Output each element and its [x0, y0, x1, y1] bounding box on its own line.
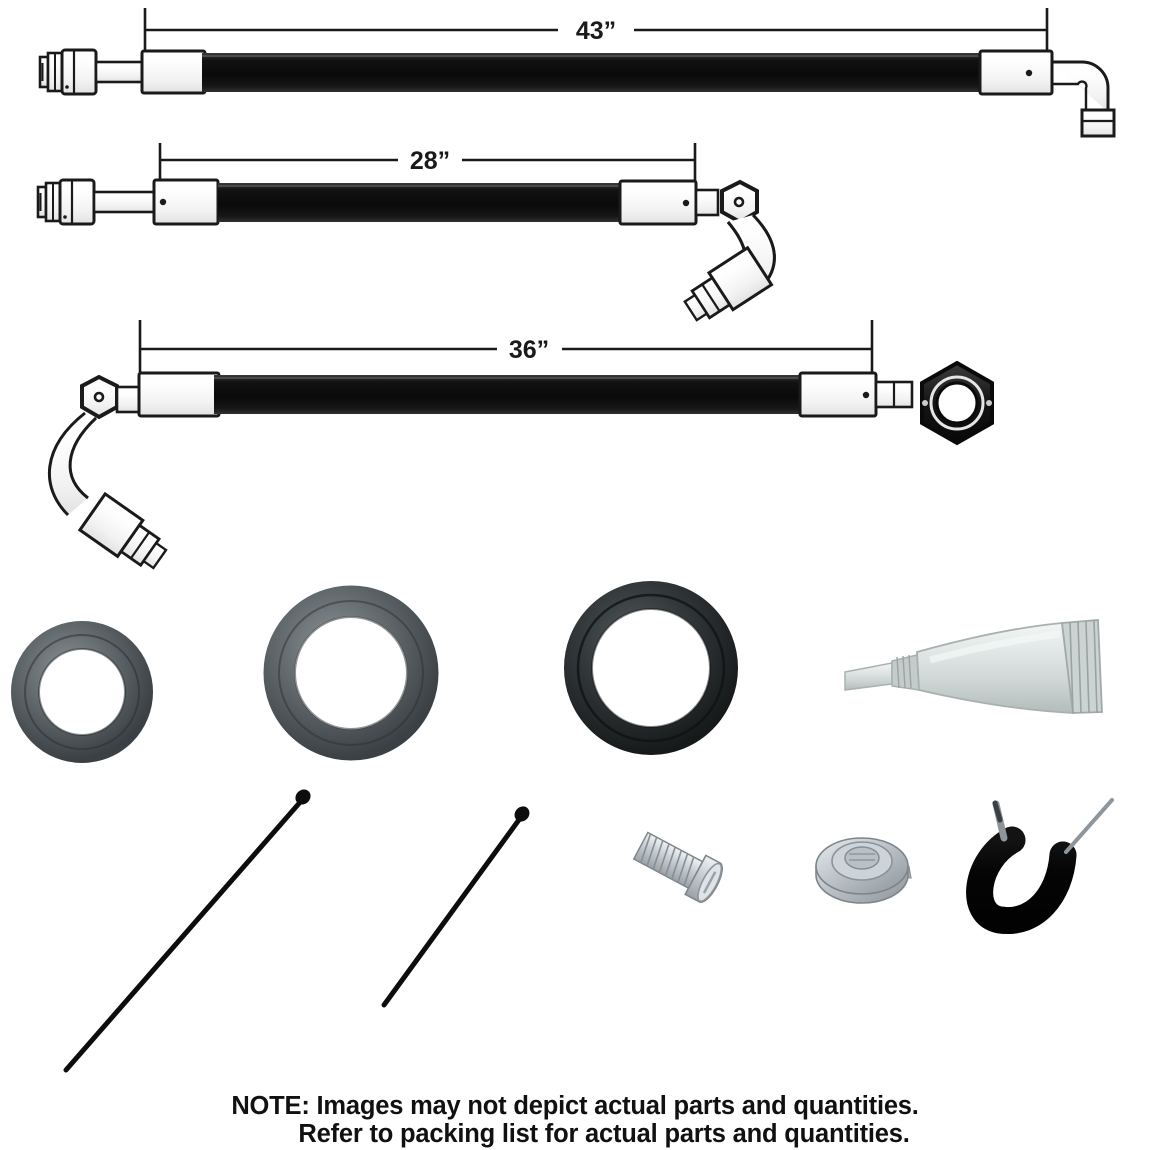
rubber-cushion-clamp	[966, 798, 1114, 934]
hose-3-left-ferrule	[115, 371, 221, 418]
hose-3-curved-tube	[47, 411, 98, 517]
hose-3-body	[214, 375, 805, 414]
o-ring-small	[11, 621, 153, 763]
hose-3-hex-swivel	[80, 374, 119, 420]
o-ring-large	[564, 581, 738, 755]
dimension-line-28: 28”	[158, 143, 697, 188]
cushion-clamp-right-tab	[1064, 798, 1114, 854]
dimension-label-43: 43”	[576, 17, 616, 45]
hose-3-large-hex-nut	[920, 360, 994, 446]
o-ring-medium	[263, 585, 439, 761]
hose-1-body	[202, 53, 989, 92]
hose-1-right-ferrule	[978, 49, 1054, 96]
dimension-line-43: 43”	[143, 8, 1049, 52]
grease-tube-nozzle	[844, 654, 920, 691]
hose-3-block-fitting	[77, 491, 168, 570]
serrated-flange-lock-nut	[815, 837, 912, 904]
note-block: NOTE: Images may not depict actual parts…	[231, 1092, 919, 1148]
cable-tie-long	[63, 789, 311, 1073]
dimension-label-28: 28”	[410, 147, 450, 175]
hose-2-left-fitting	[36, 178, 220, 226]
dimension-label-36: 36”	[509, 336, 549, 364]
hose-1-left-fitting	[38, 48, 207, 96]
grease-tube-crimp	[1060, 619, 1103, 714]
hose-3-right-ferrule	[798, 371, 914, 418]
note-line-2: Refer to packing list for actual parts a…	[298, 1120, 909, 1148]
hose-assembly-1: 43”	[38, 8, 1116, 138]
cushion-clamp-left-tab	[992, 800, 1008, 842]
hose-assembly-2: 28”	[36, 143, 776, 322]
pan-head-bolt	[632, 831, 723, 903]
hose-2-block-fitting	[683, 245, 774, 322]
dimension-line-36: 36”	[138, 320, 874, 372]
hose-assembly-3: 36”	[47, 320, 994, 570]
hose-2-right-ferrule	[618, 179, 720, 226]
hose-2-body	[218, 183, 625, 222]
note-line-1: NOTE: Images may not depict actual parts…	[231, 1092, 918, 1120]
hose-1-right-elbow-fitting	[1052, 60, 1116, 138]
bolt-threads	[640, 833, 695, 887]
cable-tie-short	[381, 806, 530, 1008]
hose-2-hex-swivel	[720, 179, 759, 225]
grease-tube	[844, 619, 1103, 714]
